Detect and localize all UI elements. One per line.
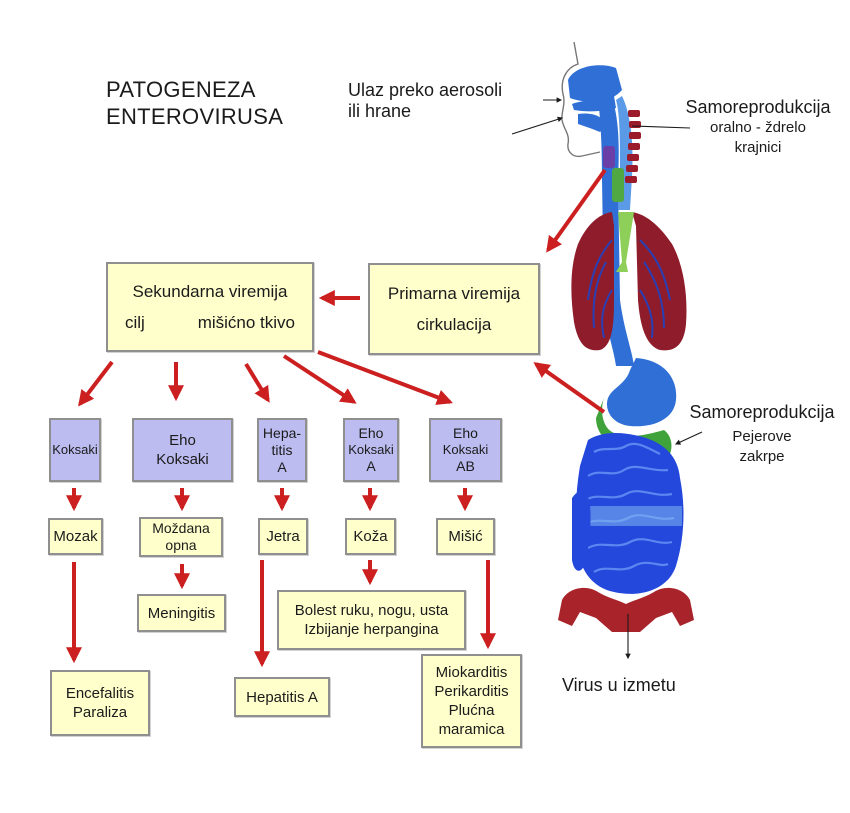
virus-hepatitis-line-2: titis — [271, 441, 293, 458]
virus-eho-koksaki-a-line-3: A — [366, 458, 376, 474]
virus-eho-koksaki-ab-line-1: Eho — [453, 425, 478, 441]
disease-box-meningitis: Meningitis — [137, 594, 226, 632]
mouth-throat — [578, 113, 606, 132]
disease-miokarditis-line-4: maramica — [438, 721, 505, 738]
virus-hepatitis-line-1: Hepa- — [262, 424, 302, 441]
entry-label: Ulaz preko aerosoli ili hrane — [348, 80, 502, 122]
virus-eho-koksaki-line-2: Koksaki — [156, 451, 209, 468]
gut-replication-line-1: Pejerove — [732, 428, 792, 445]
flow-arrows — [66, 168, 607, 668]
organ-box-koza: Koža — [345, 518, 396, 555]
intestines — [572, 433, 684, 594]
primary-viremia-box: Primarna viremija cirkulacija — [368, 263, 540, 355]
exit-label: Virus u izmetu — [562, 675, 676, 695]
disease-bolest-line-2: Izbijanje herpangina — [304, 621, 439, 638]
organ-box-mozak: Mozak — [48, 518, 103, 555]
secondary-viremia-target-row: cilj mišićno tkivo — [125, 307, 295, 338]
virus-koksaki-label: Koksaki — [52, 442, 98, 457]
primary-viremia-line-2: cirkulacija — [416, 315, 492, 334]
organ-misic-label: Mišić — [448, 528, 483, 545]
title-line-1: PATOGENEZA — [106, 77, 256, 102]
organ-jetra-label: Jetra — [266, 528, 300, 545]
organ-koza-label: Koža — [353, 528, 388, 545]
disease-encefalitis-line-2: Paraliza — [72, 704, 128, 721]
virus-eho-koksaki-ab-line-2: Koksaki — [442, 442, 489, 457]
virus-eho-koksaki-ab-line-3: AB — [456, 458, 475, 474]
secondary-viremia-line-1: Sekundarna viremija — [132, 282, 288, 301]
organ-mozdana-opna-line-1: Moždana — [152, 520, 210, 536]
virus-eho-koksaki-line-1: Eho — [169, 432, 196, 449]
throat-replication-line-2: krajnici — [734, 139, 782, 156]
organ-box-misic: Mišić — [436, 518, 495, 555]
disease-meningitis-label: Meningitis — [147, 604, 216, 622]
disease-box-miokarditis: Miokarditis Perikarditis Plućna maramica — [421, 654, 522, 748]
throat-replication-line-1: oralno - ždrelo — [710, 119, 806, 136]
virus-box-eho-koksaki: Eho Koksaki — [132, 418, 233, 482]
gut-replication-label: Samoreprodukcija Pejerove zakrpe — [676, 402, 848, 467]
disease-box-bolest: Bolest ruku, nogu, usta Izbijanje herpan… — [277, 590, 466, 650]
disease-miokarditis-line-1: Miokarditis — [435, 664, 508, 681]
throat-replication-title: Samoreprodukcija — [685, 97, 831, 117]
disease-hepatitis-a-label: Hepatitis A — [246, 688, 318, 706]
disease-bolest-line-1: Bolest ruku, nogu, usta — [294, 602, 449, 619]
secondary-viremia-target-label: cilj — [125, 313, 145, 332]
organ-box-jetra: Jetra — [258, 518, 308, 555]
virus-eho-koksaki-a-line-1: Eho — [358, 425, 384, 441]
disease-box-encefalitis: Encefalitis Paraliza — [50, 670, 150, 736]
virus-hepatitis-line-3: A — [277, 458, 287, 475]
diagram-title: PATOGENEZA ENTEROVIRUSA — [106, 76, 283, 130]
virus-box-koksaki: Koksaki — [49, 418, 101, 482]
title-line-2: ENTEROVIRUSA — [106, 104, 284, 129]
label-pointers — [511, 97, 703, 660]
secondary-viremia-box: Sekundarna viremija cilj mišićno tkivo — [106, 262, 314, 352]
throat-replication-label: Samoreprodukcija oralno - ždrelo krajnic… — [672, 97, 844, 158]
secondary-viremia-target-value: mišićno tkivo — [197, 313, 295, 332]
gut-replication-line-2: zakrpe — [739, 448, 785, 465]
organ-box-mozdana-opna: Moždana opna — [139, 517, 223, 557]
organ-mozak-label: Mozak — [53, 528, 98, 545]
nasal-cavity — [568, 65, 622, 112]
virus-box-eho-koksaki-ab: Eho Koksaki AB — [429, 418, 502, 482]
virus-box-hepatitis: Hepa- titis A — [257, 418, 307, 482]
disease-miokarditis-line-3: Plućna — [448, 702, 495, 719]
organ-mozdana-opna-line-2: opna — [165, 537, 197, 553]
stomach — [606, 358, 677, 427]
disease-encefalitis-line-1: Encefalitis — [65, 685, 135, 702]
disease-box-hepatitis-a: Hepatitis A — [234, 677, 330, 717]
anatomy-illustration — [558, 41, 694, 632]
primary-viremia-line-1: Primarna viremija — [387, 284, 521, 303]
lungs — [571, 212, 687, 351]
virus-eho-koksaki-a-line-2: Koksaki — [348, 442, 394, 457]
pelvis — [558, 587, 694, 632]
entry-label-line-1: Ulaz preko aerosoli — [348, 80, 503, 100]
gut-replication-title: Samoreprodukcija — [689, 402, 835, 422]
entry-label-line-2: ili hrane — [348, 101, 412, 121]
virus-box-eho-koksaki-a: Eho Koksaki A — [343, 418, 399, 482]
disease-miokarditis-line-2: Perikarditis — [434, 683, 509, 700]
